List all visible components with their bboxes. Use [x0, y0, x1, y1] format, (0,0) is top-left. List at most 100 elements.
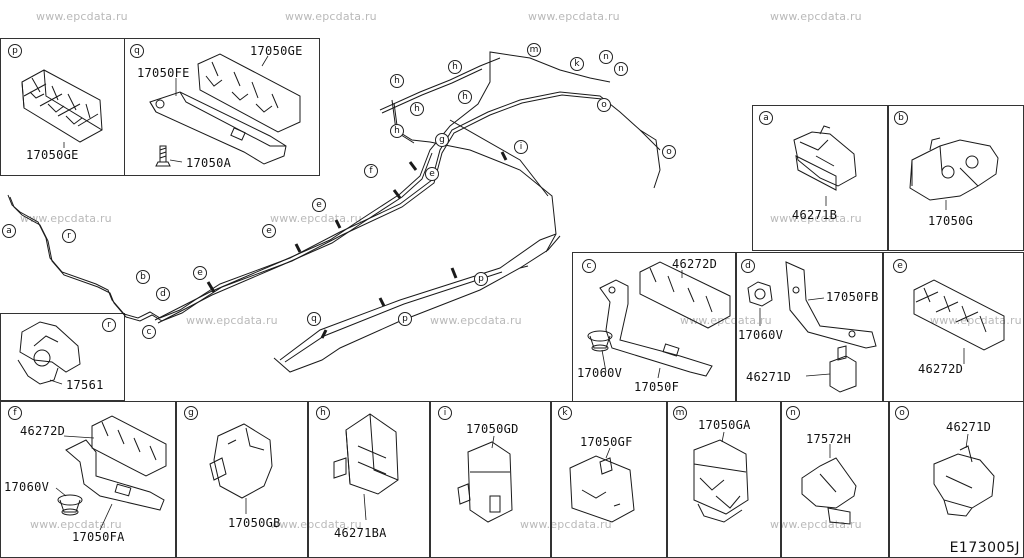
- bracket-17050FE-drawing: [149, 91, 287, 165]
- brake-tube-assembly: [7, 51, 661, 373]
- diagram-code: E173005J: [949, 540, 1020, 556]
- callout-e-routing-1: e: [193, 266, 207, 280]
- callout-f: f: [8, 406, 22, 420]
- callout-c-routing: c: [142, 325, 156, 339]
- clip-17050GD-drawing: [457, 441, 513, 523]
- part-label-46271D-d: 46271D: [746, 370, 792, 384]
- callout-g: g: [184, 406, 198, 420]
- clip-17050GE-q-drawing: [197, 53, 301, 133]
- part-label-17050GA: 17050GA: [698, 418, 751, 432]
- callout-k-routing: k: [570, 57, 584, 71]
- clip-46272D-f-drawing: [91, 415, 167, 477]
- part-label-17050GE-p: 17050GE: [26, 148, 79, 162]
- watermark: www.epcdata.ru: [528, 10, 620, 23]
- part-label-17561: 17561: [66, 378, 104, 392]
- callout-a: a: [759, 111, 773, 125]
- clip-46271D-o-drawing: [933, 445, 995, 517]
- callout-e-routing-2: e: [262, 224, 276, 238]
- callout-r: r: [102, 318, 116, 332]
- part-label-46272D-e: 46272D: [918, 362, 964, 376]
- callout-m: m: [673, 406, 687, 420]
- callout-n: n: [786, 406, 800, 420]
- callout-o: o: [895, 406, 909, 420]
- callout-n-routing-2: n: [614, 62, 628, 76]
- clip-46272D-e-drawing: [913, 279, 1005, 351]
- clip-17050GE-drawing: [21, 69, 103, 143]
- tube-clamp-bands: [206, 151, 508, 339]
- bracket-17050FB-drawing: [785, 261, 877, 349]
- watermark: www.epcdata.ru: [680, 314, 772, 327]
- clip-17050G-drawing: [909, 137, 999, 201]
- nut-17060V-d-drawing: [747, 281, 773, 307]
- clip-17561-drawing: [17, 321, 81, 385]
- watermark: www.epcdata.ru: [186, 314, 278, 327]
- callout-r-routing: r: [62, 229, 76, 243]
- part-label-17060V-d: 17060V: [738, 328, 784, 342]
- part-label-17050FA: 17050FA: [72, 530, 125, 544]
- watermark: www.epcdata.ru: [20, 212, 112, 225]
- callout-h-routing-5: h: [458, 90, 472, 104]
- callout-k: k: [558, 406, 572, 420]
- watermark: www.epcdata.ru: [520, 518, 612, 531]
- part-label-17050FB: 17050FB: [826, 290, 879, 304]
- part-label-46271BA: 46271BA: [334, 526, 387, 540]
- part-label-17050A: 17050A: [186, 156, 232, 170]
- part-label-46272D-f: 46272D: [20, 424, 66, 438]
- part-label-17050GD: 17050GD: [466, 422, 519, 436]
- clip-46272D-c-drawing: [639, 261, 731, 329]
- clip-17050GA-drawing: [693, 439, 749, 523]
- callout-g-routing: g: [435, 133, 449, 147]
- clip-46271D-d-drawing: [829, 345, 857, 393]
- part-label-17060V-f: 17060V: [4, 480, 50, 494]
- callout-q-routing: q: [307, 312, 321, 326]
- watermark: www.epcdata.ru: [430, 314, 522, 327]
- callout-e-routing-4: e: [425, 167, 439, 181]
- callout-p: p: [8, 44, 22, 58]
- callout-h-routing-4: h: [390, 124, 404, 138]
- clip-17050GF-drawing: [569, 455, 635, 523]
- watermark: www.epcdata.ru: [30, 518, 122, 531]
- callout-c: c: [582, 259, 596, 273]
- watermark: www.epcdata.ru: [770, 212, 862, 225]
- clip-46271B-drawing: [793, 125, 857, 191]
- part-label-17572H: 17572H: [806, 432, 852, 446]
- callout-d: d: [741, 259, 755, 273]
- part-label-17050GE-q: 17050GE: [250, 44, 303, 58]
- watermark: www.epcdata.ru: [285, 10, 377, 23]
- callout-h-routing-2: h: [448, 60, 462, 74]
- bolt-17050A-drawing: [155, 145, 171, 167]
- callout-p-routing-1: p: [474, 272, 488, 286]
- grommet-17060V-f-drawing: [57, 494, 83, 516]
- callout-a-routing: a: [2, 224, 16, 238]
- clip-17050GB-drawing: [209, 423, 273, 499]
- part-label-17050FE: 17050FE: [137, 66, 190, 80]
- clip-46271BA-drawing: [333, 413, 399, 495]
- callout-q: q: [130, 44, 144, 58]
- callout-n-routing-1: n: [599, 50, 613, 64]
- callout-p-routing-2: p: [398, 312, 412, 326]
- watermark: www.epcdata.ru: [270, 518, 362, 531]
- bracket-17050FA-drawing: [65, 439, 165, 511]
- callout-o-routing-1: o: [597, 98, 611, 112]
- callout-h: h: [316, 406, 330, 420]
- grommet-17060V-c-drawing: [587, 330, 613, 352]
- callout-h-routing-3: h: [410, 102, 424, 116]
- bracket-17050F-drawing: [599, 279, 713, 377]
- part-label-17060V-c: 17060V: [577, 366, 623, 380]
- panel-divider: [887, 105, 889, 251]
- callout-b: b: [894, 111, 908, 125]
- callout-f-routing: f: [364, 164, 378, 178]
- watermark: www.epcdata.ru: [770, 10, 862, 23]
- part-label-46272D-c: 46272D: [672, 257, 718, 271]
- callout-e-routing-3: e: [312, 198, 326, 212]
- part-label-46271D-o: 46271D: [946, 420, 992, 434]
- part-label-46271B: 46271B: [792, 208, 838, 222]
- watermark: www.epcdata.ru: [930, 314, 1022, 327]
- watermark: www.epcdata.ru: [270, 212, 362, 225]
- callout-d-routing: d: [156, 287, 170, 301]
- callout-b-routing: b: [136, 270, 150, 284]
- part-label-17050F: 17050F: [634, 380, 680, 394]
- callout-h-routing-1: h: [390, 74, 404, 88]
